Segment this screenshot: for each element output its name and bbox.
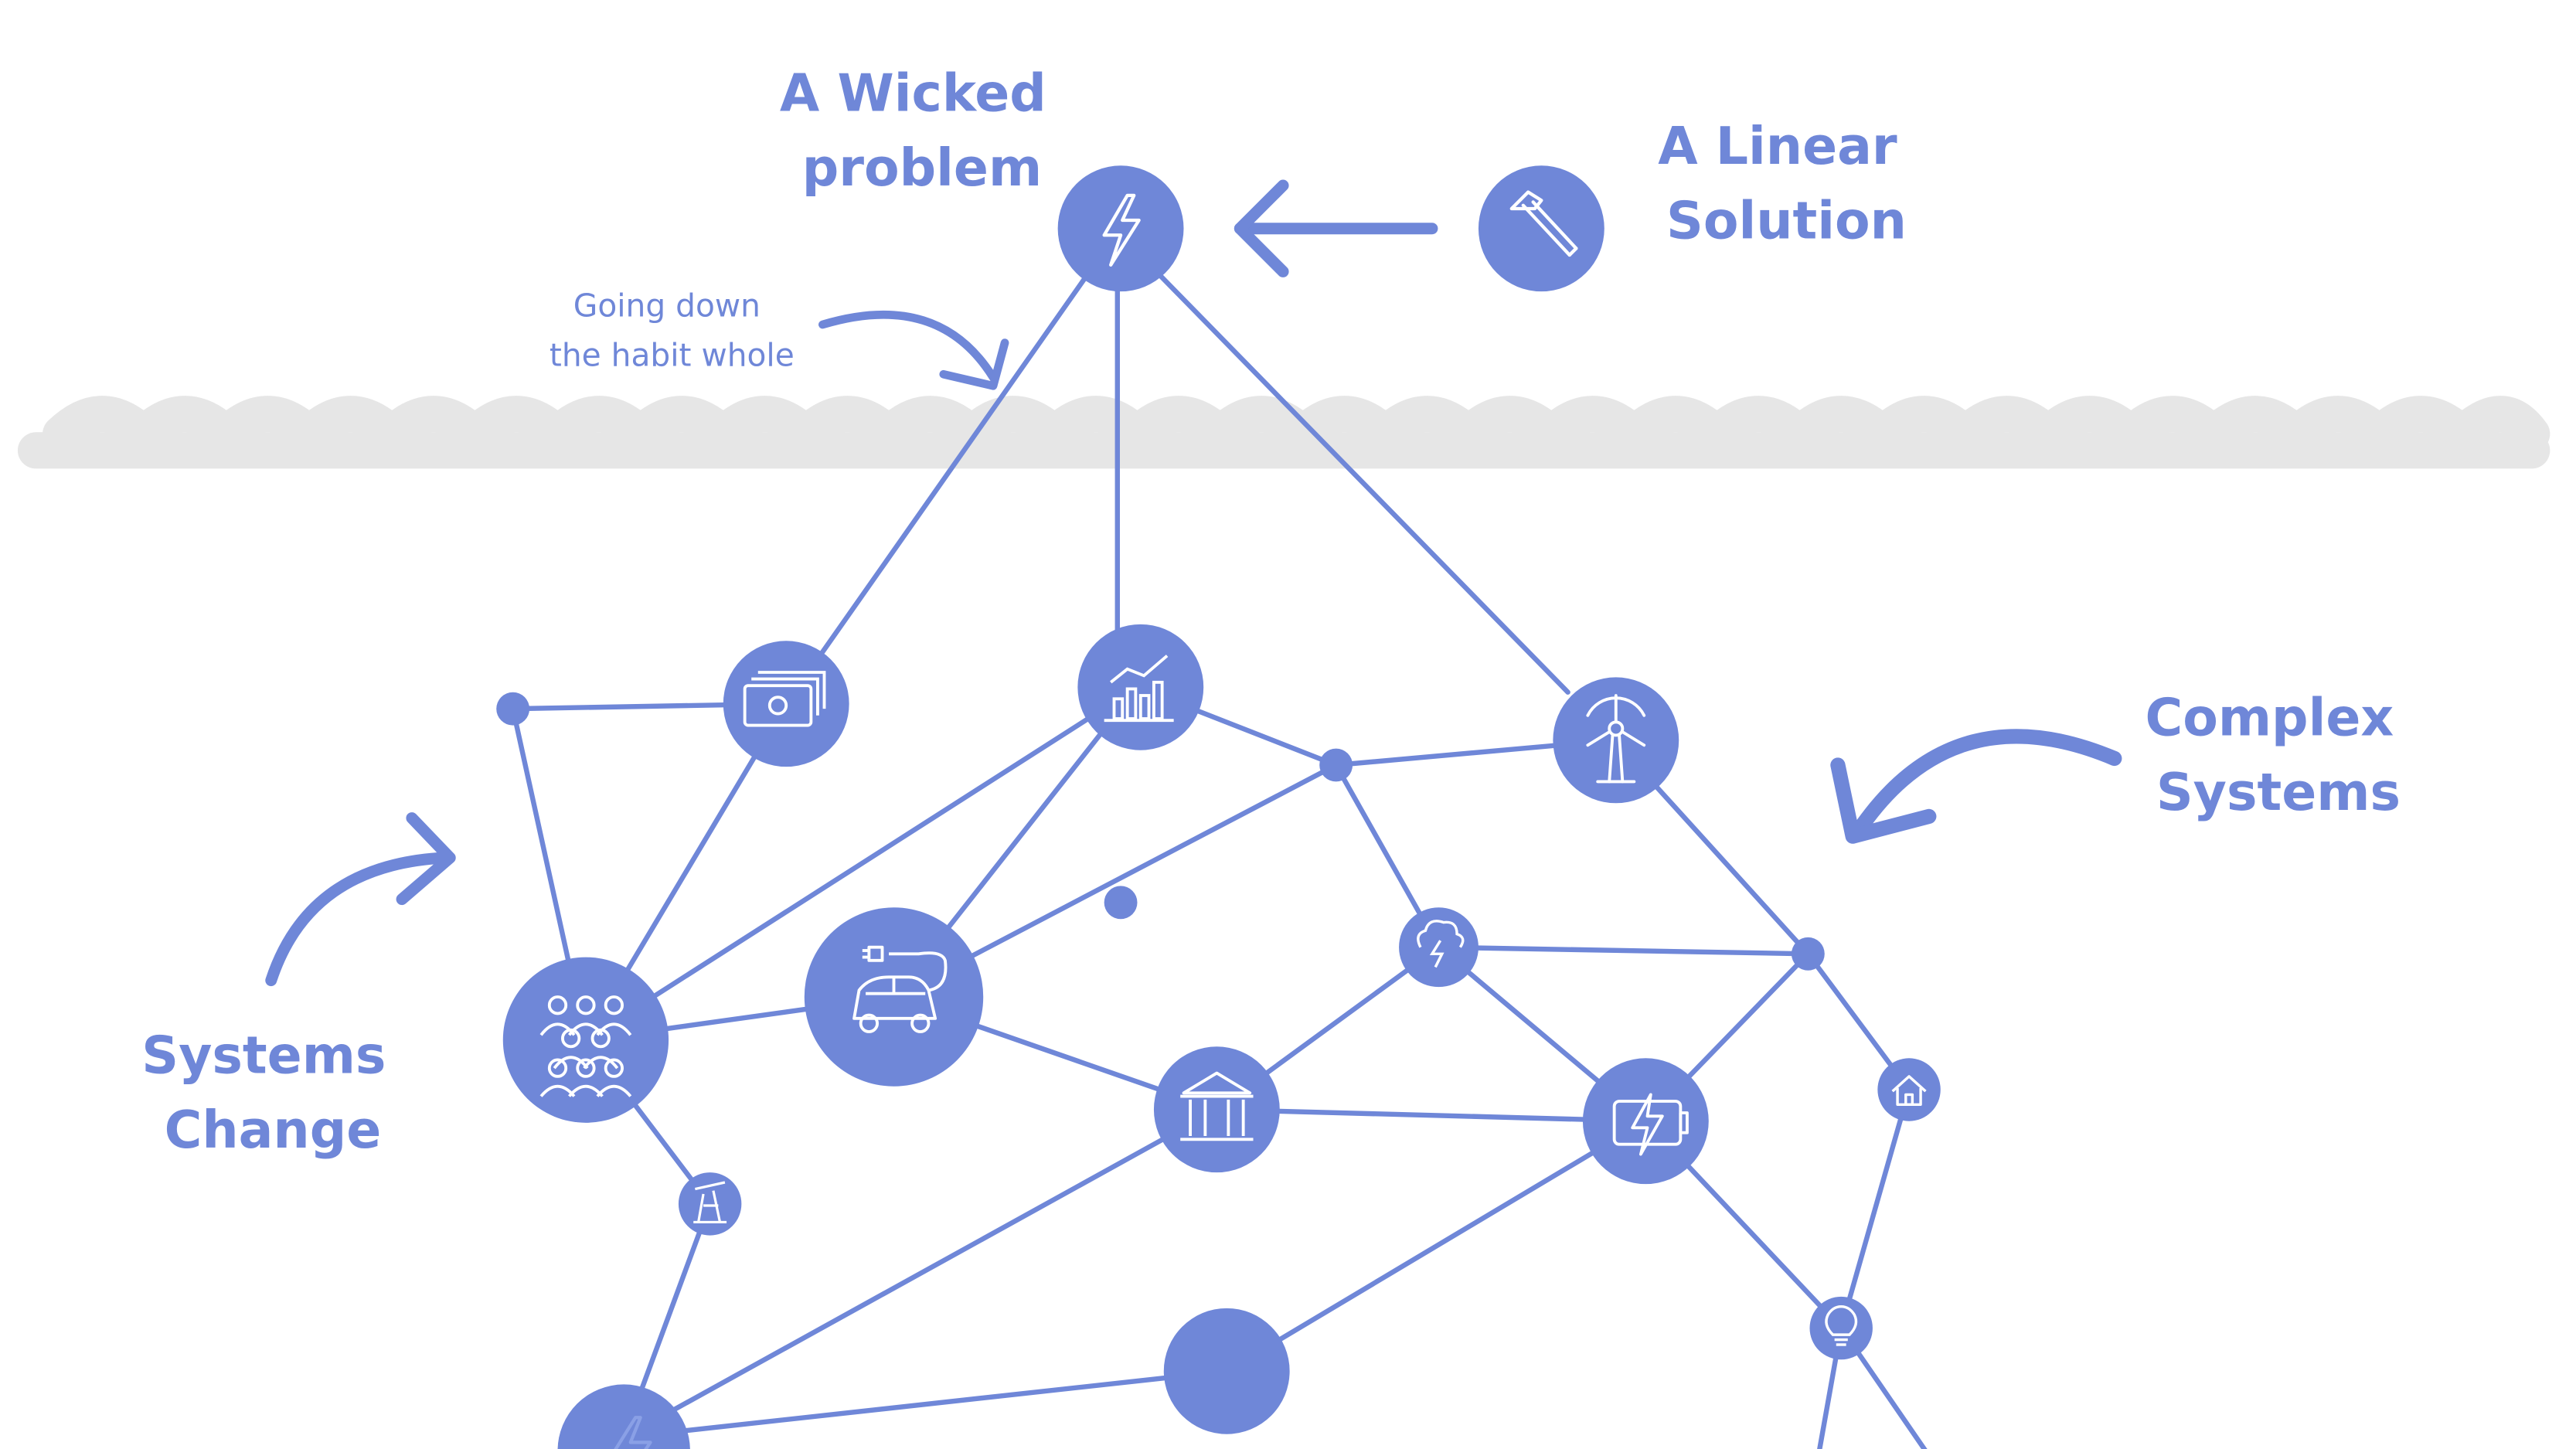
- edge: [621, 1369, 1230, 1440]
- lightning-icon: [1102, 193, 1141, 267]
- going-down-label: Going down the habit whole: [550, 287, 795, 373]
- lightning-icon: [614, 1416, 652, 1449]
- edge: [1214, 1107, 1649, 1124]
- wind-turbine-icon: [1586, 694, 1646, 784]
- linear-solution-label: A Linear Solution: [1658, 116, 1915, 250]
- complex-systems-arrow: [1830, 729, 2122, 844]
- oil-pump-icon: [693, 1181, 727, 1224]
- edge: [621, 1107, 1220, 1440]
- systems-change-label: Systems Change: [141, 1026, 403, 1160]
- junction-dot: [1104, 886, 1138, 920]
- growth-chart-node: [1077, 624, 1204, 750]
- money-stack-icon: [743, 671, 826, 727]
- electric-car-icon: [852, 945, 948, 1033]
- wicked-problem-label: A Wicked problem: [780, 63, 1064, 198]
- electric-car-node: [804, 907, 984, 1087]
- government-node: [1153, 1046, 1280, 1173]
- junction-dot: [496, 692, 530, 726]
- complex-systems-label: Complex Systems: [2145, 687, 2411, 821]
- lightbulb-icon: [1825, 1304, 1858, 1346]
- wind-turbine-node: [1553, 677, 1679, 804]
- edge: [583, 685, 1140, 1043]
- going-down-arrow: [818, 310, 1009, 390]
- junction-dots: [496, 692, 1825, 971]
- money-node: [723, 641, 849, 767]
- linear-solution-arrow: [1234, 179, 1438, 277]
- battery-charging-icon: [1612, 1093, 1689, 1156]
- junction-dot: [1791, 937, 1825, 971]
- lightbulb-node: [1809, 1296, 1873, 1360]
- water-waves: [17, 396, 2550, 469]
- annotation-group: Going down the habit whole: [550, 287, 795, 373]
- bar-chart-icon: [1104, 655, 1174, 723]
- blank-node: [1163, 1308, 1290, 1434]
- people-node: [502, 957, 669, 1123]
- house-icon: [1891, 1075, 1927, 1106]
- home-node: [1877, 1058, 1941, 1121]
- storm-node: [1399, 907, 1479, 988]
- edge: [1436, 944, 1811, 957]
- edge: [784, 229, 1120, 706]
- storm-cloud-icon: [1417, 920, 1465, 968]
- wicked-problem-node: [1057, 165, 1184, 292]
- systems-change-arrow: [265, 812, 456, 987]
- oil-node: [678, 1172, 742, 1236]
- wave-crests: [43, 396, 2550, 460]
- label-group: A Wicked problem A Linear Solution Compl…: [141, 63, 2411, 1160]
- people-group-icon: [539, 995, 632, 1097]
- junction-dot: [1319, 748, 1353, 782]
- edge: [1224, 1118, 1649, 1374]
- edge: [1114, 229, 1570, 695]
- linear-solution-node: [1478, 165, 1604, 292]
- edge: [1839, 1087, 1912, 1331]
- energy-node: [557, 1384, 690, 1449]
- government-building-icon: [1180, 1071, 1254, 1141]
- battery-node: [1582, 1058, 1709, 1185]
- hammer-icon: [1509, 190, 1578, 257]
